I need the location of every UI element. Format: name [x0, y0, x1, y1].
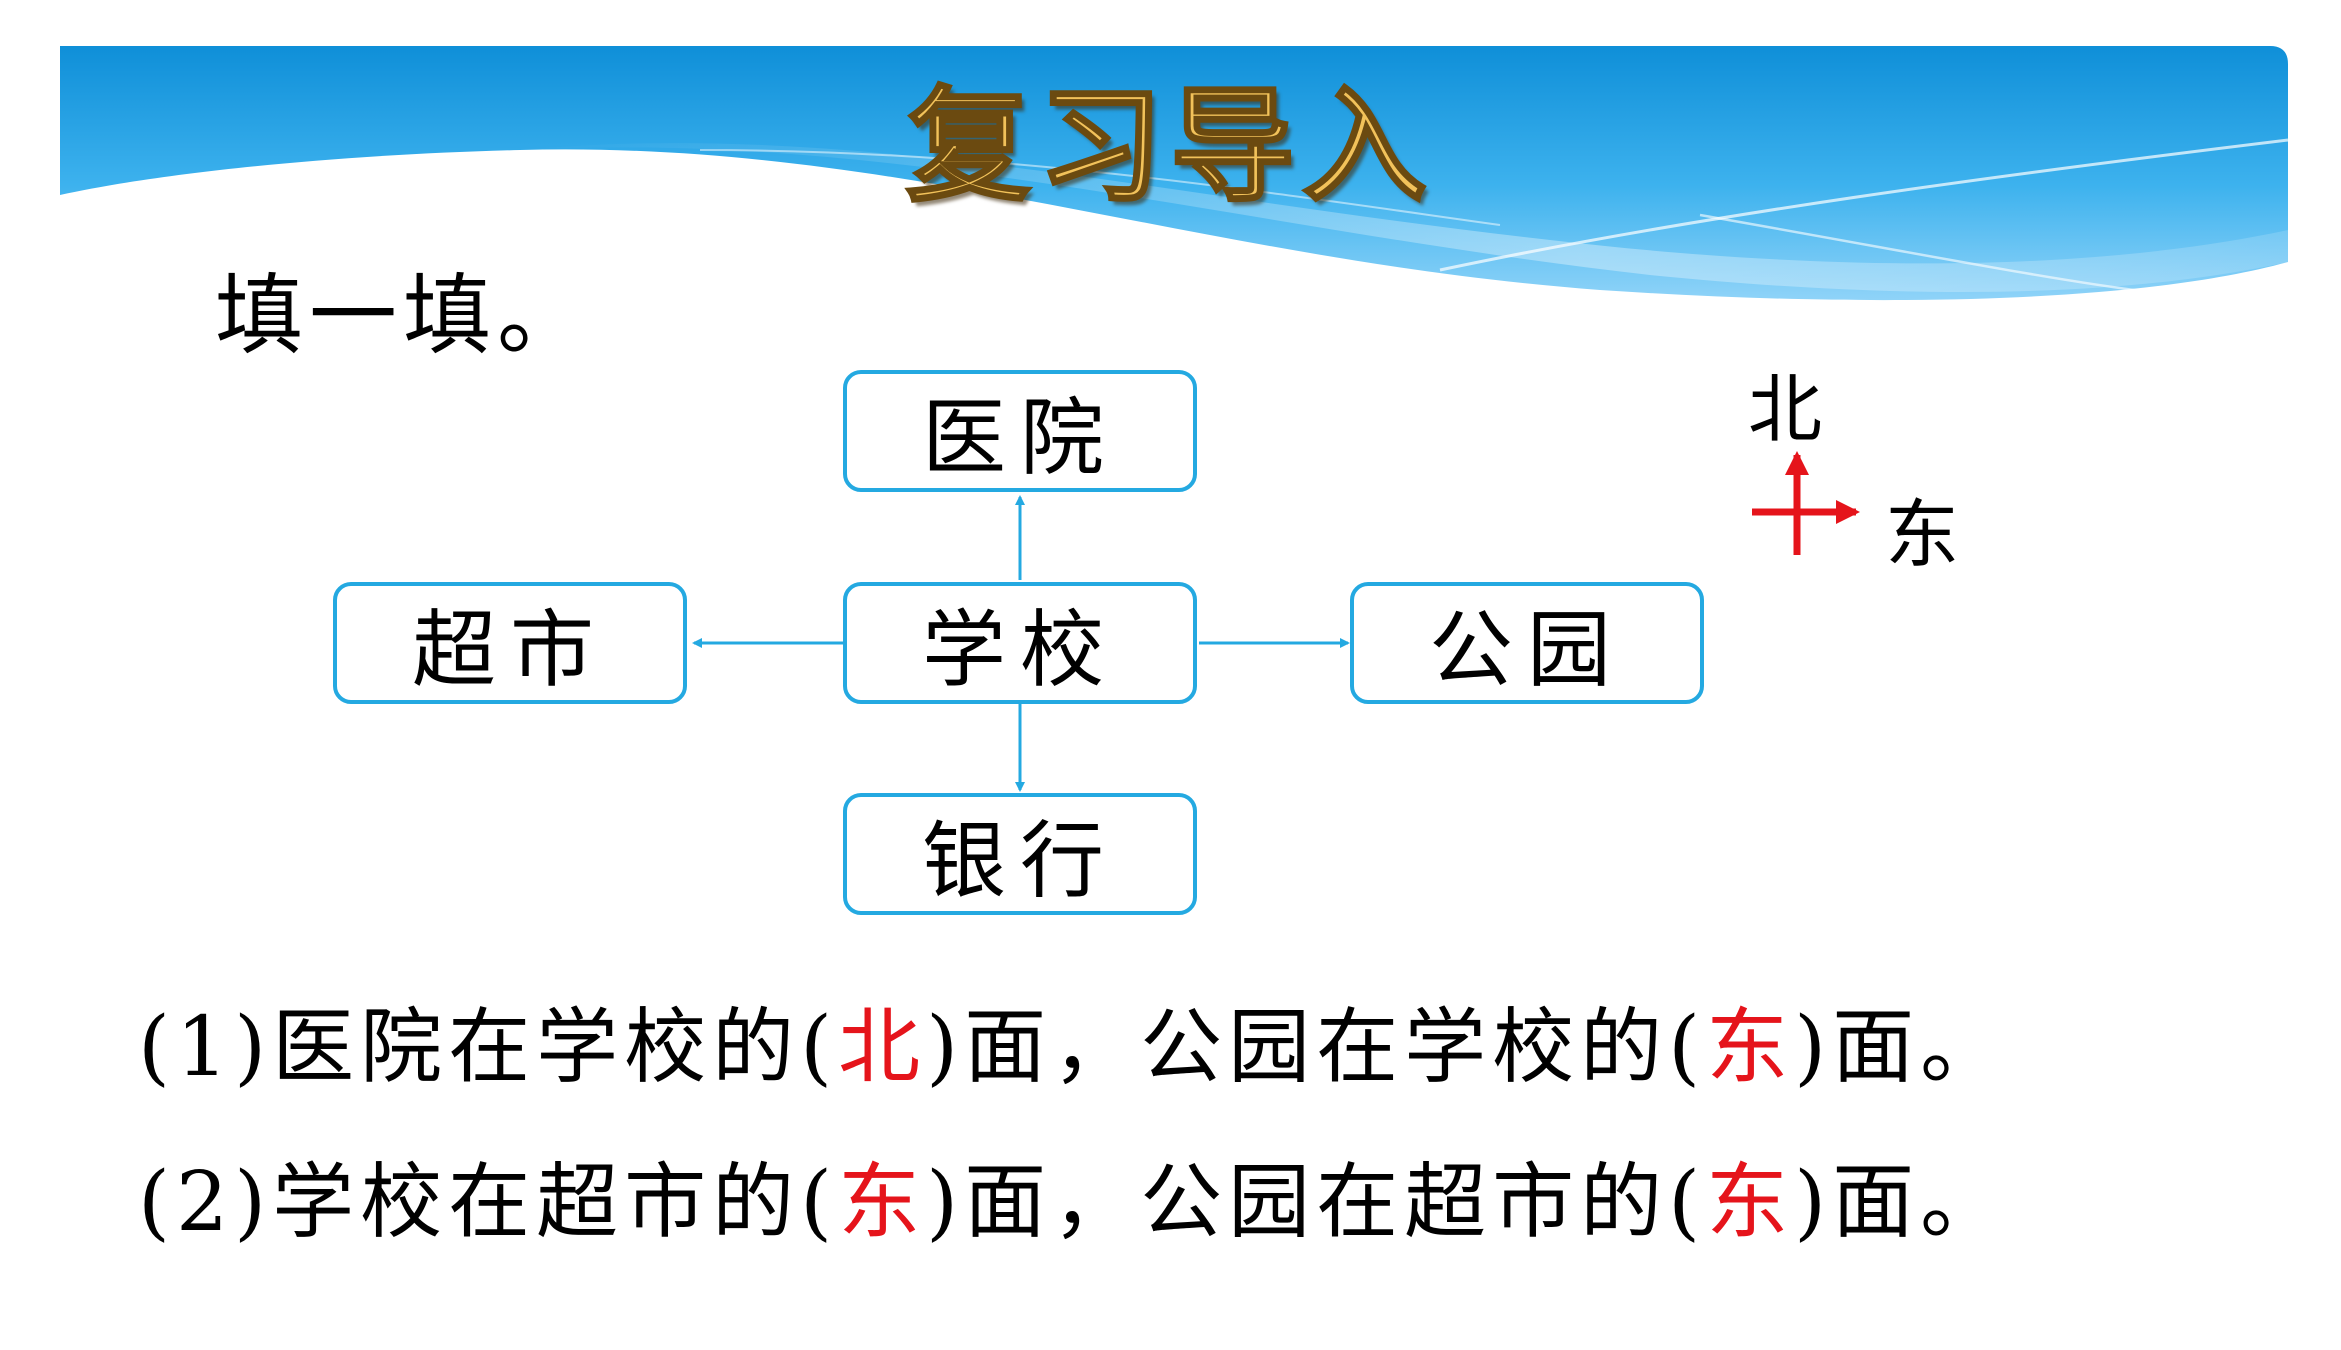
node-center-school: 学校 [843, 582, 1197, 704]
compass-north-label: 北 [1748, 367, 1822, 453]
compass-icon [1752, 451, 1860, 555]
question-text: )面。 [1794, 1000, 2009, 1095]
question-text: )面，公园在学校的( [926, 1000, 1707, 1095]
question-number: (2) [138, 1155, 273, 1250]
question-text: )面，公园在超市的( [926, 1155, 1707, 1250]
question-text: )面。 [1794, 1155, 2009, 1250]
node-west-supermarket: 超市 [333, 582, 687, 704]
question-number: (1) [138, 1000, 273, 1095]
question-1: (1)医院在学校的(北)面，公园在学校的(东)面。 [138, 980, 2008, 1099]
answer-blank: 东 [838, 1155, 927, 1250]
answer-blank: 东 [1706, 1000, 1795, 1095]
header-wave-background [60, 46, 2289, 301]
question-2: (2)学校在超市的(东)面，公园在超市的(东)面。 [138, 1135, 2008, 1254]
node-north-hospital: 医院 [843, 370, 1197, 492]
answer-blank: 东 [1706, 1155, 1795, 1250]
instruction-text: 填一填。 [215, 264, 592, 367]
page-title: 复习导入 [905, 74, 1435, 221]
node-south-bank: 银行 [843, 793, 1197, 915]
node-east-park: 公园 [1350, 582, 1704, 704]
question-text: 学校在超市的( [272, 1155, 839, 1250]
question-text: 医院在学校的( [272, 1000, 839, 1095]
compass-east-label: 东 [1885, 492, 1959, 578]
answer-blank: 北 [838, 1000, 927, 1095]
